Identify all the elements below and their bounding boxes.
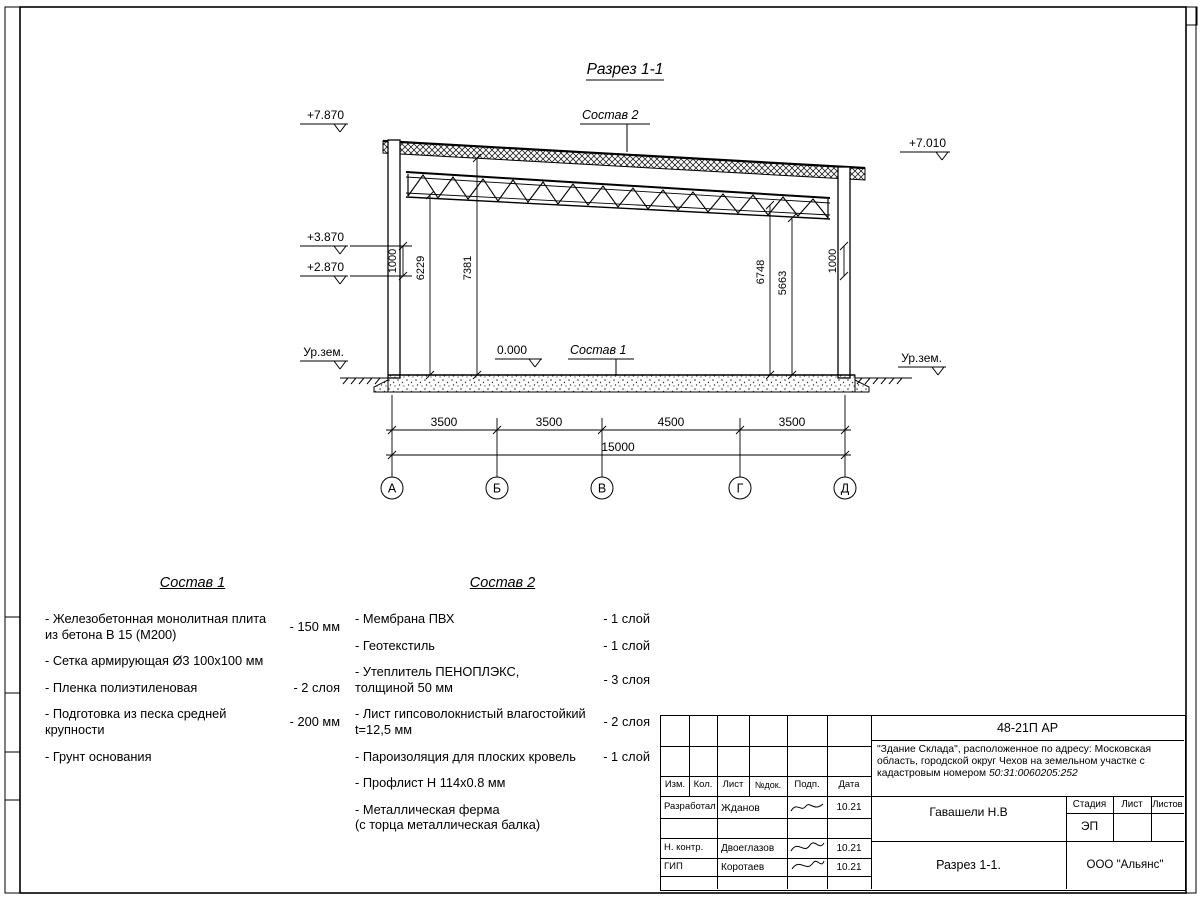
list-item: - Геотекстиль - 1 слой (355, 637, 650, 653)
svg-text:+7.010: +7.010 (909, 136, 946, 150)
sostav1-list: Состав 1 - Железобетонная монолитная пли… (45, 575, 340, 775)
axis-label: Д (841, 482, 850, 496)
row-date: 10.21 (836, 802, 862, 813)
roof-truss (405, 171, 831, 220)
row-role: ГИП (664, 861, 683, 872)
project-description: "Здание Склада", расположенное по адресу… (877, 744, 1152, 779)
svg-text:Ур.зем.: Ур.зем. (901, 351, 942, 365)
vdim-6748: 6748 (755, 200, 775, 380)
stage-value: ЭП (1080, 819, 1099, 833)
margin-stamp-box (4, 616, 21, 694)
svg-text:6229: 6229 (415, 256, 427, 280)
vertical-dimensions: 1000 6229 7381 6748 5663 (350, 153, 849, 380)
margin-stamp-box (4, 692, 21, 753)
sostav2-list: Состав 2 - Мембрана ПВХ - 1 слой - Геоте… (355, 575, 650, 844)
list-item: - Утеплитель ПЕНОПЛЭКС, толщиной 50 мм -… (355, 664, 650, 695)
list-item: - Лист гипсоволокнистый влагостойкий t=1… (355, 706, 650, 738)
svg-text:0.000: 0.000 (497, 343, 527, 357)
list-item: - Металлическая ферма (с торца металличе… (355, 801, 541, 833)
svg-text:Ур.зем.: Ур.зем. (303, 345, 344, 359)
list-item: - Железобетонная монолитная плита из бет… (45, 611, 340, 642)
col-kol: Кол. (693, 779, 713, 790)
stage-label: Стадия (1072, 799, 1107, 810)
floor-slab (373, 374, 870, 393)
svg-text:+7.870: +7.870 (307, 108, 344, 122)
svg-text:3500: 3500 (431, 415, 458, 429)
svg-text:3500: 3500 (779, 415, 806, 429)
list-item: - Подготовка из песка средней крупности … (45, 706, 340, 738)
svg-text:4500: 4500 (658, 415, 685, 429)
col-izm: Изм. (664, 779, 686, 790)
elevation-right-top: +7.010 (900, 136, 950, 161)
list-item: - Сетка армирующая Ø3 100х100 мм (45, 653, 264, 669)
ground-line (340, 377, 912, 385)
row-role: Н. контр. (664, 842, 704, 853)
list-item: - Пароизоляция для плоских кровель - 1 с… (355, 748, 650, 764)
elevation-zero: 0.000 (495, 343, 542, 368)
list-item: - Грунт основания (45, 748, 152, 764)
vdim-6229: 6229 (415, 190, 435, 380)
cadastral-number: 50:31:0060205:252 (988, 767, 1078, 779)
row-name: Коротаев (721, 862, 765, 873)
sostav1-title: Состав 1 (159, 575, 226, 591)
svg-text:+2.870: +2.870 (307, 260, 344, 274)
axis-label: Б (493, 482, 501, 496)
svg-text:Состав 1: Состав 1 (570, 343, 626, 357)
view-title-text: Разрез 1-1 (587, 61, 664, 78)
row-name: Двоеглазов (721, 843, 775, 854)
elevation-mid1: +3.870 (300, 230, 348, 255)
svg-text:+3.870: +3.870 (307, 230, 344, 244)
vdim-7381: 7381 (462, 153, 482, 380)
margin-stamp-box (4, 751, 21, 801)
row-date: 10.21 (836, 843, 862, 854)
col-list: Лист (722, 779, 744, 790)
list-item: - Мембрана ПВХ - 1 слой (355, 611, 650, 626)
format-corner-box (1185, 6, 1198, 26)
ground-level-right: Ур.зем. (898, 351, 946, 376)
bottom-dimensions: 3500 3500 4500 3500 15000 (386, 395, 851, 477)
approver-name: Гавашели Н.В (929, 805, 1008, 819)
label-sostav1-callout: Состав 1 (568, 343, 634, 375)
label-sostav2-callout: Состав 2 (580, 108, 650, 152)
axis-label: Г (737, 482, 744, 496)
row-name: Жданов (721, 802, 760, 814)
sheet-frame (4, 6, 1198, 894)
elevation-left-top: +7.870 (300, 108, 348, 133)
sheet-label: Лист (1121, 799, 1143, 810)
list-item: - Профлист Н 114х0.8 мм (355, 775, 506, 791)
svg-text:15000: 15000 (601, 440, 635, 454)
svg-text:Состав 2: Состав 2 (582, 108, 638, 122)
ground-level-left: Ур.зем. (300, 345, 348, 370)
elevation-mid2: +2.870 (300, 260, 348, 285)
svg-text:1000: 1000 (387, 249, 399, 273)
svg-text:1000: 1000 (827, 249, 839, 273)
elevation-marks: +7.870 +3.870 +2.870 Ур.зем. 0.000 (300, 108, 950, 376)
col-data: Дата (838, 779, 860, 790)
svg-text:7381: 7381 (462, 256, 474, 280)
row-date: 10.21 (836, 862, 862, 873)
col-podp: Подп. (794, 779, 820, 790)
signature-icon (790, 842, 825, 870)
col-ndok: №док. (754, 780, 782, 790)
svg-text:6748: 6748 (755, 260, 767, 284)
axis-bubbles: А Б В Г Д (380, 476, 857, 500)
company-name: ООО "Альянс" (1086, 859, 1164, 871)
sostav2-title: Состав 2 (469, 575, 536, 591)
svg-text:3500: 3500 (536, 415, 563, 429)
signature-icon (790, 803, 824, 812)
sheets-label: Листов (1152, 799, 1183, 809)
svg-text:5663: 5663 (777, 271, 789, 295)
axis-label: А (388, 482, 397, 496)
row-role: Разработал (664, 801, 716, 812)
list-item: - Пленка полиэтиленовая - 2 слоя (45, 679, 340, 695)
title-block: Изм. Кол. Лист №док. Подп. Дата Разработ… (660, 715, 1186, 891)
vdim-1000-left: 1000 (387, 241, 408, 281)
vdim-1000-right: 1000 (827, 241, 849, 281)
project-code: 48-21П АР (996, 721, 1059, 735)
sheet-title: Разрез 1-1. (936, 858, 1001, 872)
view-title: Разрез 1-1 (586, 61, 664, 81)
axis-label: В (598, 482, 606, 496)
vdim-5663: 5663 (777, 213, 797, 380)
